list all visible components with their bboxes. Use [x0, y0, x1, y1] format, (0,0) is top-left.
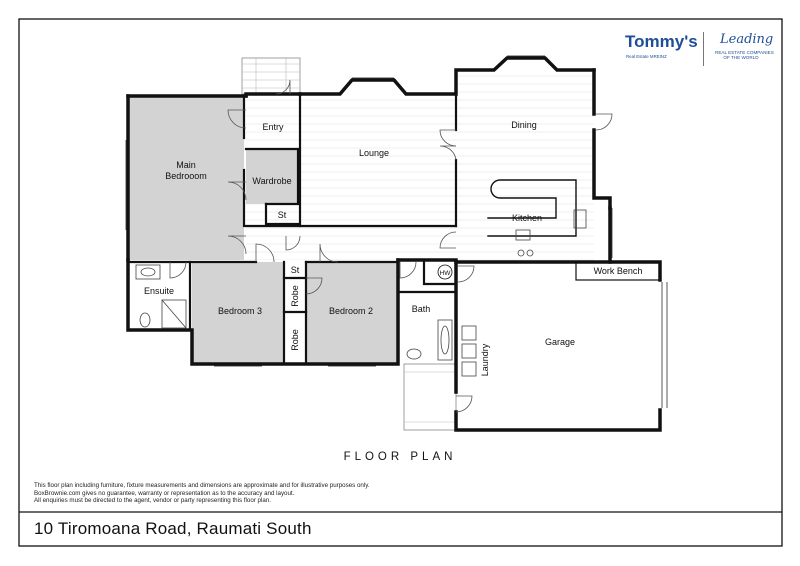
rear-deck: [403, 363, 457, 431]
hot-water-cylinder-icon: [437, 264, 453, 280]
room-label-hw: HW: [440, 270, 452, 277]
partner-tagline: REAL ESTATE COMPANIES OF THE WORLD: [715, 50, 774, 60]
disclaimer-line-2: BoxBrownie.com gives no guarantee, warra…: [34, 489, 295, 497]
partner-tagline-line2: OF THE WORLD: [723, 55, 759, 60]
room-label-dining: Dining: [511, 120, 537, 130]
room-label-lounge: Lounge: [359, 148, 389, 158]
room-label-kitchen: Kitchen: [512, 213, 542, 223]
property-address: 10 Tiromoana Road, Raumati South: [34, 519, 312, 538]
room-label-main-bedroom-line1: Main: [176, 160, 196, 170]
hallway-floor: [246, 226, 456, 260]
disclaimer: This floor plan including furniture, fix…: [34, 482, 494, 505]
partner-tagline-line1: REAL ESTATE COMPANIES: [715, 50, 774, 55]
bedroom2-area: [306, 262, 398, 364]
room-label-main-bedroom-line2: Bedrooom: [165, 171, 207, 181]
main-bedroom-area: [128, 96, 244, 260]
entry-deck: [241, 57, 301, 95]
walls: [126, 56, 662, 432]
room-label-ensuite: Ensuite: [144, 286, 174, 296]
disclaimer-line-3: All enquiries must be directed to the ag…: [34, 497, 271, 505]
room-label-storage-2: St: [291, 265, 300, 275]
room-label-work-bench: Work Bench: [594, 266, 643, 276]
brand-name: Tommy's: [625, 32, 698, 51]
room-label-robe-2: Robe: [290, 329, 300, 351]
room-label-storage: St: [278, 210, 287, 220]
fixtures: [135, 209, 587, 377]
floor-plan-title: FLOOR PLAN: [343, 451, 457, 463]
brand-logo: Tommy's Real Estate MREINZ Leading REAL …: [615, 30, 775, 70]
room-label-wardrobe: Wardrobe: [252, 176, 291, 186]
room-label-entry: Entry: [262, 122, 284, 132]
wardrobe-area: [246, 149, 298, 204]
room-label-bedroom2: Bedroom 2: [329, 306, 373, 316]
page-border: [18, 18, 783, 547]
room-label-robe-1: Robe: [290, 285, 300, 307]
windows: [125, 55, 668, 408]
logo-divider: [703, 32, 704, 66]
bedroom3-area: [192, 262, 284, 364]
room-label-bath: Bath: [412, 304, 431, 314]
room-label-garage: Garage: [545, 337, 575, 347]
room-label-bedroom3: Bedroom 3: [218, 306, 262, 316]
room-label-laundry: Laundry: [480, 343, 490, 376]
partner-name: Leading: [720, 32, 774, 47]
disclaimer-line-1: This floor plan including furniture, fix…: [34, 482, 370, 489]
brand-tagline: Real Estate MREINZ: [626, 54, 667, 59]
doors: [169, 79, 613, 413]
dining-floor: [456, 73, 594, 261]
